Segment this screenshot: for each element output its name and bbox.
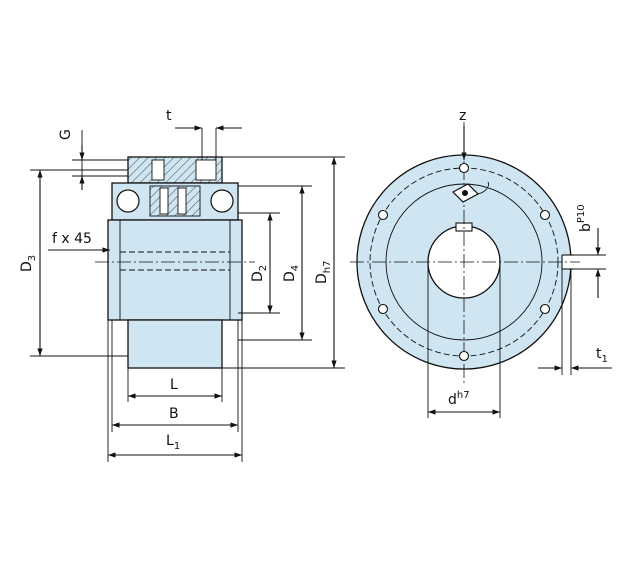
label-G: G xyxy=(58,129,74,140)
label-Dh7: Dh7 xyxy=(314,261,333,284)
label-t1: t1 xyxy=(596,346,608,365)
label-B: B xyxy=(169,406,179,422)
label-L: L xyxy=(170,377,178,393)
label-d: dh7 xyxy=(448,390,470,408)
shaft-extension xyxy=(127,319,223,369)
groove-right xyxy=(195,159,217,181)
label-L1: L1 xyxy=(166,433,180,452)
groove-left xyxy=(151,159,165,181)
bolt-holes xyxy=(377,162,551,362)
label-D4: D4 xyxy=(282,265,301,282)
label-b: bP10 xyxy=(576,204,594,232)
side-view xyxy=(95,156,255,369)
lock-diamond-icon xyxy=(452,181,489,203)
label-D3: D3 xyxy=(19,255,38,272)
ball-bearing-right xyxy=(210,189,234,213)
ball-bearing-left xyxy=(116,189,140,213)
side-dimensions: G t f x 45 D3 D2 D4 Dh7 xyxy=(19,108,345,462)
front-view xyxy=(350,122,580,385)
label-z: z xyxy=(459,108,466,124)
label-t: t xyxy=(166,108,172,124)
front-dimensions: z dh7 bP10 t1 xyxy=(427,108,612,418)
label-D2: D2 xyxy=(250,265,269,282)
label-f45: f x 45 xyxy=(52,231,92,247)
